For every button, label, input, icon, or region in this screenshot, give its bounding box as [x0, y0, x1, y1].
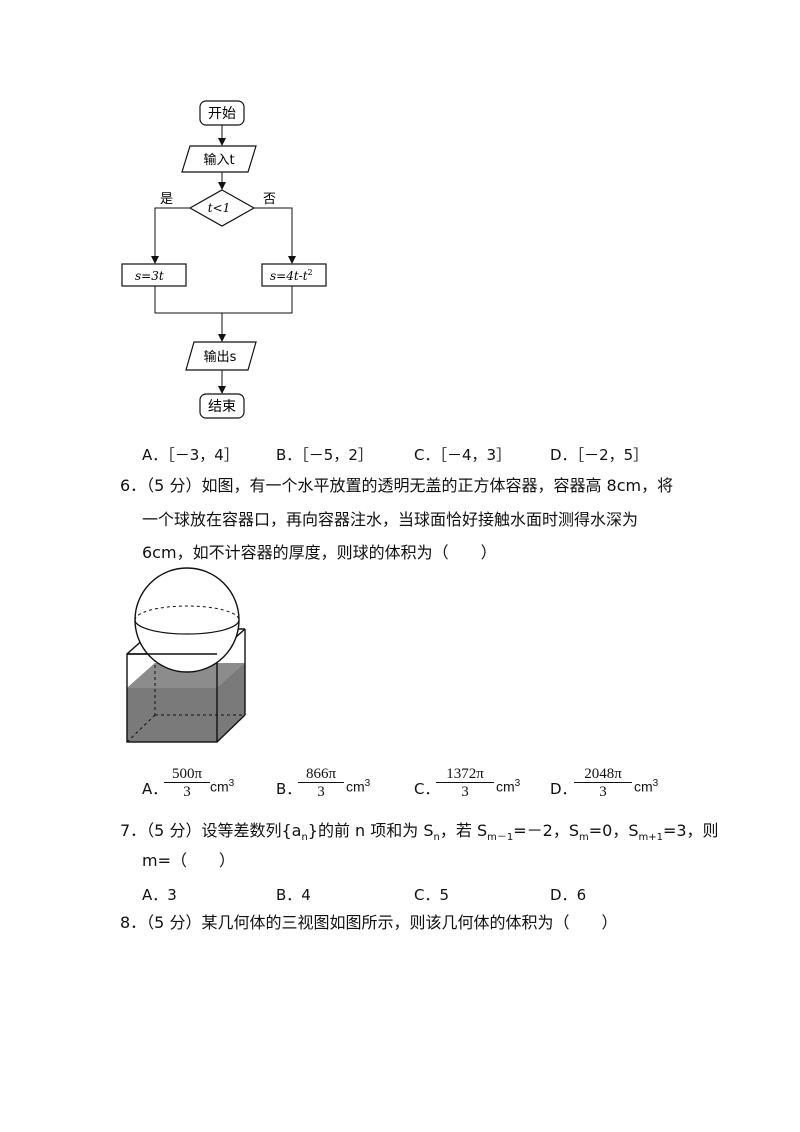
start-label: 开始 [208, 106, 236, 122]
q5-option-a[interactable]: A．［－3，4］ [142, 446, 239, 464]
q6-option-d-letter[interactable]: D． [550, 780, 577, 798]
q6-option-a-unit: cm3 [210, 778, 235, 795]
q7-question-line2: m=（ ） [142, 851, 235, 870]
flowchart-diagram: 开始 输入t t<1 是 否 s=3t s=4t-t2 输出s 结束 [121, 100, 327, 419]
input-label: 输入t [203, 152, 234, 168]
q5-option-c[interactable]: C．［－4，3］ [414, 446, 512, 464]
right-process-box [261, 263, 327, 287]
q7-option-b[interactable]: B．4 [276, 886, 311, 904]
condition-label: t<1 [208, 201, 231, 215]
q7-option-a[interactable]: A．3 [142, 886, 177, 904]
output-parallelogram [185, 341, 257, 371]
q7-question-line1: 7．（5 分）设等差数列{an}的前 n 项和为 Sn，若 Sm－1=－2，Sm… [120, 821, 719, 844]
q8-question-line1: 8．（5 分）某几何体的三视图如图所示，则该几何体的体积为（ ） [120, 913, 618, 932]
q7-option-c[interactable]: C．5 [414, 886, 450, 904]
cube-sphere-figure [126, 567, 246, 743]
q6-option-a-letter[interactable]: A． [142, 780, 168, 798]
left-process-box [121, 263, 187, 287]
sphere [134, 567, 240, 673]
decision-diamond [188, 189, 256, 227]
end-terminal [199, 393, 245, 419]
q6-option-b-letter[interactable]: B． [276, 780, 302, 798]
q7-option-d[interactable]: D．6 [550, 886, 587, 904]
q6-option-d-unit: cm3 [634, 778, 659, 795]
q6-question-line2: 一个球放在容器口，再向容器注水，当球面恰好接触水面时测得水深为 [142, 510, 639, 529]
q6-option-c-unit: cm3 [496, 778, 521, 795]
yes-label: 是 [160, 192, 173, 207]
q5-option-d[interactable]: D．［－2，5］ [550, 446, 649, 464]
q6-option-b-unit: cm3 [346, 778, 371, 795]
right-process-label: s=4t-t [270, 269, 308, 283]
q6-question-line1: 6．（5 分）如图，有一个水平放置的透明无盖的正方体容器，容器高 8cm，将 [120, 476, 674, 495]
output-label: 输出s [204, 349, 237, 365]
input-parallelogram [181, 145, 257, 173]
q6-question-line3: 6cm，如不计容器的厚度，则球的体积为（ ） [142, 543, 497, 562]
no-label: 否 [263, 192, 276, 207]
right-process-exponent: 2 [308, 268, 313, 277]
left-process-label: s=3t [135, 269, 164, 283]
q6-option-c-letter[interactable]: C． [414, 780, 440, 798]
q5-option-b[interactable]: B．［－5，2］ [276, 446, 373, 464]
svg-text:s=4t-t2: s=4t-t2 [270, 268, 313, 283]
end-label: 结束 [208, 399, 236, 415]
